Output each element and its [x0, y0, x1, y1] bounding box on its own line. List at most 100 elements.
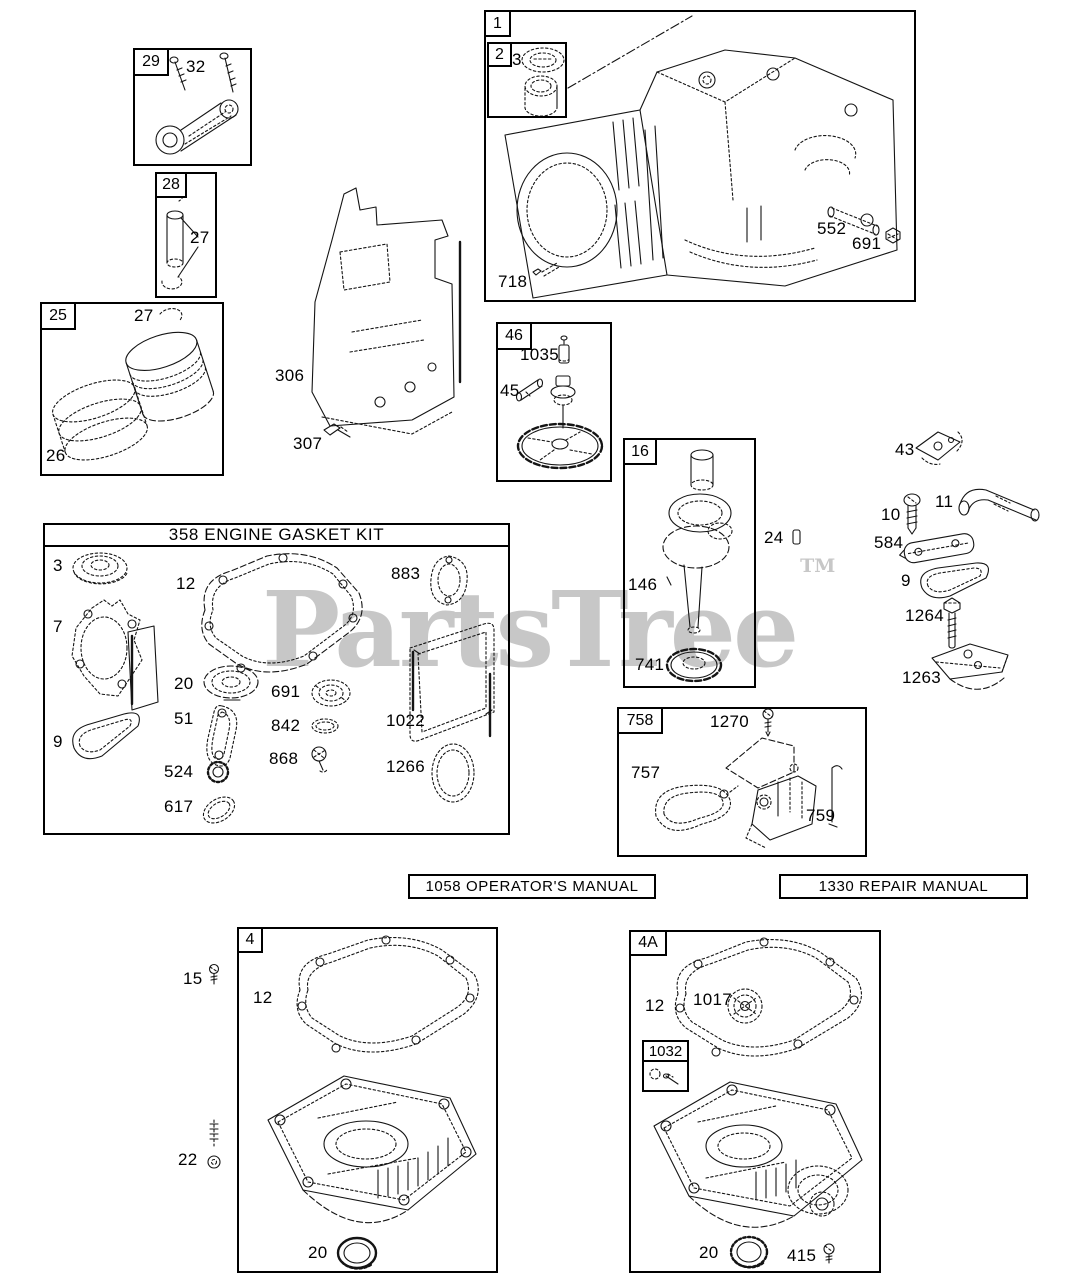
kit-oring-617-drawing	[202, 796, 236, 824]
screen-1017-drawing	[727, 988, 763, 1024]
group-box-25	[40, 302, 224, 476]
watermark-tm: TM	[800, 555, 836, 578]
crankshaft-drawing	[662, 449, 733, 683]
callout-691-nut: 691	[852, 234, 882, 253]
camshaft-drawing	[515, 335, 604, 470]
screw-1270-drawing	[762, 708, 774, 737]
watermark-text: PartsTree	[262, 568, 799, 691]
callout-12-kit: 12	[176, 574, 196, 593]
callout-12-sump-alt: 12	[645, 996, 665, 1015]
blower-housing-drawing	[311, 187, 462, 438]
callout-1022: 1022	[386, 711, 426, 730]
callout-20-kit: 20	[174, 674, 194, 693]
callout-3-kit: 3	[53, 556, 63, 575]
screw-10-drawing	[903, 493, 921, 535]
callout-883: 883	[391, 564, 421, 583]
callout-24: 24	[764, 528, 784, 547]
tag-46: 46	[496, 322, 532, 350]
nut-691-drawing	[885, 227, 901, 244]
screw-15-drawing	[208, 963, 220, 985]
pin-45-drawing	[515, 378, 544, 402]
guard-1263-drawing	[931, 643, 1009, 690]
repair-manual-label: 1330 REPAIR MANUAL	[818, 878, 989, 895]
kit-oil-seal-20-drawing	[203, 665, 259, 701]
callout-842: 842	[271, 716, 301, 735]
group-box-29	[133, 48, 252, 166]
gasket-kit-box	[43, 523, 510, 835]
kit-rocker-gasket-1022-drawing	[409, 622, 495, 742]
kit-crankcase-gasket-12-drawing	[201, 553, 363, 673]
tag-758: 758	[617, 707, 663, 734]
callout-12-sump: 12	[253, 988, 273, 1007]
tube-11-drawing	[958, 488, 1040, 522]
callout-868: 868	[269, 749, 299, 768]
breather-43-drawing	[915, 431, 963, 465]
shield-758-drawing	[725, 737, 817, 849]
screw-22-drawing	[207, 1119, 221, 1169]
sump-alt-4a-drawing	[653, 1081, 863, 1228]
kit-exhaust-gasket-883-drawing	[430, 555, 468, 606]
callout-1017: 1017	[693, 990, 733, 1009]
group-box-2	[487, 42, 567, 118]
callout-26: 26	[46, 446, 66, 465]
callout-1264: 1264	[905, 606, 945, 625]
kit-gasket-9-drawing	[72, 712, 140, 760]
callout-22: 22	[178, 1150, 198, 1169]
operators-manual-box: 1058 OPERATOR'S MANUAL	[408, 874, 656, 899]
screw-718-drawing	[532, 262, 560, 277]
tag-16: 16	[623, 438, 657, 465]
dowel-552-drawing	[827, 206, 880, 236]
callout-1270: 1270	[710, 712, 750, 731]
tag-2: 2	[487, 42, 512, 67]
callout-1266: 1266	[386, 757, 426, 776]
callout-20-sump: 20	[308, 1243, 328, 1262]
tag-4: 4	[237, 927, 263, 953]
callout-415: 415	[787, 1246, 817, 1265]
callout-691-kit: 691	[271, 682, 301, 701]
screw-415-drawing	[823, 1243, 835, 1264]
callout-27-piston: 27	[134, 306, 154, 325]
kit-seal-691-drawing	[311, 679, 351, 707]
callout-718: 718	[498, 272, 528, 291]
tag-29: 29	[133, 48, 169, 76]
connecting-rod-drawing	[155, 52, 239, 155]
tag-25: 25	[40, 302, 76, 330]
kit-oring-524-drawing	[206, 760, 230, 784]
group-box-4A	[629, 930, 881, 1273]
gasket-kit-title: 358 ENGINE GASKET KIT	[43, 523, 510, 547]
callout-10: 10	[881, 505, 901, 524]
kit-head-gasket-7-drawing	[71, 599, 159, 711]
rod-759-drawing	[828, 765, 843, 828]
callout-45: 45	[500, 381, 520, 400]
operators-manual-label: 1058 OPERATOR'S MANUAL	[425, 878, 639, 895]
sump-4-drawing	[267, 1075, 477, 1224]
callout-9-breather: 9	[901, 571, 911, 590]
bolt-1264-drawing	[943, 597, 961, 649]
callout-759: 759	[806, 806, 836, 825]
callout-43: 43	[895, 440, 915, 459]
kit-intake-gasket-51-drawing	[206, 705, 238, 767]
callout-9-kit: 9	[53, 732, 63, 751]
kit-valve-seal-868-drawing	[311, 746, 328, 773]
screw-307	[323, 423, 351, 438]
group-box-1	[484, 10, 916, 302]
kit-seal-3-drawing	[72, 552, 128, 585]
callout-32: 32	[186, 57, 206, 76]
gasket-757-drawing	[655, 784, 739, 831]
callout-27-pin: 27	[190, 228, 210, 247]
oil-seal-20-sump-drawing	[336, 1236, 378, 1270]
piston-rings-drawing	[52, 308, 215, 461]
callout-11: 11	[935, 492, 954, 511]
callout-306: 306	[275, 366, 305, 385]
tappet-1035-drawing	[558, 335, 570, 364]
tag-28: 28	[155, 172, 187, 198]
callout-20-sump-alt: 20	[699, 1243, 719, 1262]
gasket-kit-title-text: 358 ENGINE GASKET KIT	[168, 525, 385, 544]
gasket-9-breather-drawing	[920, 562, 989, 599]
group-box-46	[496, 322, 612, 482]
callout-51: 51	[174, 709, 194, 728]
callout-307: 307	[293, 434, 323, 453]
group-box-758	[617, 707, 867, 857]
tag-1: 1	[484, 10, 511, 37]
